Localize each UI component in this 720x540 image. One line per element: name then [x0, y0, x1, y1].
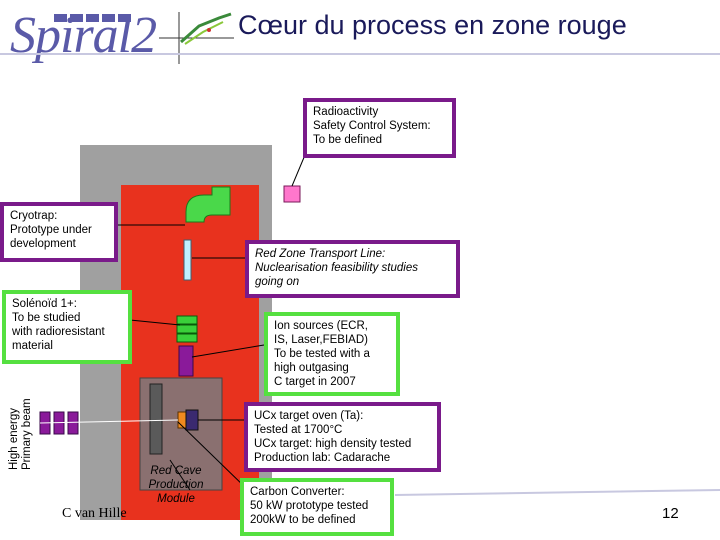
cryotrap-line-2: Prototype under — [10, 224, 92, 236]
quad-2 — [176, 324, 198, 334]
red-zone-line-3: going on — [255, 276, 300, 288]
solenoid — [178, 345, 194, 377]
ucx-line-3: UCx target: high density tested — [254, 438, 412, 450]
solenoid-box: Solénoïd 1+: To be studied with radiores… — [2, 290, 132, 364]
red-zone-box: Red Zone Transport Line: Nuclearisation … — [245, 240, 460, 298]
beam-pipe — [183, 239, 192, 281]
page-title: Cœur du process en zone rouge — [238, 10, 627, 40]
solenoid-line-1: Solénoïd 1+: — [12, 298, 77, 310]
ucx-line-1: UCx target oven (Ta): — [254, 410, 364, 422]
radioactivity-line-1: Radioactivity — [313, 106, 379, 118]
carbon-box: Carbon Converter: 50 kW prototype tested… — [240, 478, 394, 536]
red-zone-line-1: Red Zone Transport Line: — [255, 248, 386, 260]
author: C van Hille — [62, 506, 127, 521]
beam-magnet-3 — [67, 411, 79, 435]
ion-line-2: IS, Laser,FEBIAD) — [274, 334, 368, 346]
leader-cave — [169, 459, 191, 491]
ucx-line-4: Production lab: Cadarache — [254, 452, 391, 464]
header-divider — [0, 53, 720, 55]
ion-line-3: To be tested with a — [274, 348, 370, 360]
carbon-line-2: 50 kW prototype tested — [250, 500, 369, 512]
solenoid-line-2: To be studied — [12, 312, 81, 324]
cryotrap-line-1: Cryotrap: — [10, 210, 58, 222]
carbon-line-3: 200kW to be defined — [250, 514, 356, 526]
safety-sensor — [283, 185, 301, 203]
red-cave-line-2: Production — [148, 479, 204, 491]
ucx-line-2: Tested at 1700°C — [254, 424, 343, 436]
leader-solenoid — [129, 319, 181, 326]
footer-line — [394, 489, 720, 496]
ion-line-5: C target in 2007 — [274, 376, 356, 388]
ion-line-1: Ion sources (ECR, — [274, 320, 368, 332]
primary-beam-line-2: Primary beam — [21, 398, 33, 470]
red-cave-line-1: Red Cave — [150, 465, 202, 477]
radioactivity-line-2: Safety Control System: — [313, 120, 431, 132]
carbon-converter — [149, 383, 163, 455]
logo-squares — [54, 14, 131, 22]
red-zone-line-2: Nuclearisation feasibility studies — [255, 262, 418, 274]
logo-graphic — [159, 12, 234, 64]
beam-bend — [185, 186, 231, 223]
leader-carbon — [177, 421, 249, 491]
ion-line-4: high outgasing — [274, 362, 349, 374]
ucx-box: UCx target oven (Ta): Tested at 1700°C U… — [244, 402, 441, 472]
ion-sources-box: Ion sources (ECR, IS, Laser,FEBIAD) To b… — [264, 312, 400, 396]
radioactivity-box: Radioactivity Safety Control System: To … — [303, 98, 456, 158]
quad-1 — [176, 315, 198, 325]
primary-beam-line-1: High energy — [8, 407, 20, 470]
carbon-line-1: Carbon Converter: — [250, 486, 345, 498]
red-cave-label: Red Cave Production Module — [138, 464, 214, 506]
page-number: 12 — [662, 505, 679, 522]
leader-radioactivity — [291, 154, 306, 187]
primary-beam-label: High energy Primary beam — [8, 398, 34, 470]
solenoid-line-3: with radioresistant — [12, 326, 105, 338]
solenoid-line-4: material — [12, 340, 53, 352]
cryotrap-box: Cryotrap: Prototype under development — [0, 202, 118, 262]
cryotrap-line-3: development — [10, 238, 76, 250]
red-cave-line-3: Module — [157, 493, 195, 505]
radioactivity-line-3: To be defined — [313, 134, 383, 146]
leader-ion — [191, 344, 265, 358]
quad-3 — [176, 333, 198, 343]
ion-source — [185, 409, 199, 431]
primary-beam-line — [39, 419, 179, 424]
